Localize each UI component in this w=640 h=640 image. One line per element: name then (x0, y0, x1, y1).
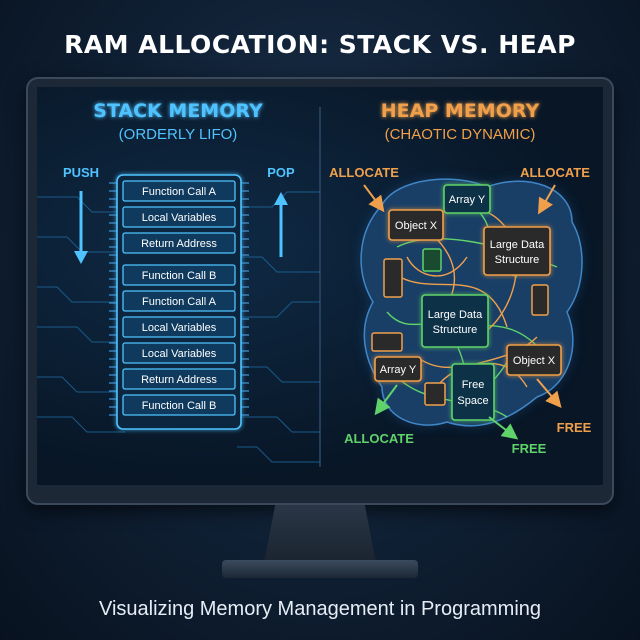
monitor-stand-base (222, 560, 418, 578)
stack-frame-label: Local Variables (142, 212, 217, 224)
stack-frame-label: Local Variables (142, 322, 217, 334)
allocate-label-bottom: ALLOCATE (344, 431, 414, 446)
allocate-label-top-left: ALLOCATE (329, 165, 399, 180)
page-title: RAM ALLOCATION: STACK VS. HEAP (64, 30, 576, 59)
stack-frame-box (122, 316, 236, 338)
allocate-arrow-top-right-icon (538, 184, 556, 215)
pop-arrow-up-icon (274, 192, 288, 205)
free-arrow-bottom-icon (488, 416, 519, 440)
heap-block-small-orange-3 (371, 332, 403, 352)
chip-pins (109, 182, 249, 416)
heap-subheading: (CHAOTIC DYNAMIC) (385, 126, 536, 143)
free-label-bottom: FREE (512, 441, 547, 456)
heap-block-array-y-bottom-label: Array Y (380, 364, 417, 376)
stack-frame-box (122, 264, 236, 286)
stack-frame-label: Function Call B (142, 270, 217, 282)
pop-label: POP (267, 165, 295, 180)
free-arrow-right-icon (536, 378, 562, 409)
heap-block-free-space-line2: Space (457, 395, 488, 407)
stack-frame-label: Function Call B (142, 400, 217, 412)
allocate-arrow-top-left-icon (363, 184, 385, 213)
heap-heading: HEAP MEMORY (381, 100, 540, 122)
heap-blocks: Array Y Object X Large Data Structure La… (371, 184, 562, 421)
stack-frame-box (122, 368, 236, 390)
caption: Visualizing Memory Management in Program… (98, 598, 542, 620)
diagram-canvas: STACK MEMORY (ORDERLY LIFO) PUSH POP (37, 100, 592, 467)
stack-frame-box (122, 290, 236, 312)
heap-block-large-data-right-line2: Structure (495, 254, 540, 266)
stack-frame-box (122, 180, 236, 202)
stack-frame-box (122, 394, 236, 416)
heap-block-array-y-top-label: Array Y (449, 194, 486, 206)
stack-frame-label: Return Address (141, 238, 217, 250)
stack-subheading: (ORDERLY LIFO) (119, 126, 238, 143)
heap-block-array-y-top (443, 184, 491, 214)
heap-block-object-x-right-label: Object X (513, 355, 556, 367)
heap-block-large-data-center-line1: Large Data (428, 309, 483, 321)
heap-block-large-data-center (421, 294, 489, 348)
heap-block-small-orange-1 (383, 258, 403, 298)
stack-frame-label: Function Call A (142, 296, 217, 308)
heap-block-object-x-left (388, 209, 444, 241)
allocate-label-top-right: ALLOCATE (520, 165, 590, 180)
monitor-stand-neck (264, 505, 376, 563)
circuit-traces (37, 191, 320, 463)
push-label: PUSH (63, 165, 99, 180)
stack-frame-box (122, 232, 236, 254)
heap-block-object-x-left-label: Object X (395, 220, 438, 232)
heap-block-small-green-1 (422, 248, 442, 272)
heap-block-large-data-right-line1: Large Data (490, 239, 545, 251)
heap-block-large-data-center-line2: Structure (433, 324, 478, 336)
stack-frame-box (122, 342, 236, 364)
stack-frame-label: Return Address (141, 374, 217, 386)
heap-block-free-space (451, 363, 495, 421)
stack-frame-box (122, 206, 236, 228)
stack-heading: STACK MEMORY (93, 100, 263, 122)
monitor-screen: STACK MEMORY (ORDERLY LIFO) PUSH POP (37, 87, 603, 485)
heap-block-free-space-line1: Free (462, 379, 485, 391)
heap-block-large-data-right (483, 226, 551, 276)
stack-frame-label: Local Variables (142, 348, 217, 360)
heap-block-array-y-bottom (374, 356, 422, 382)
heap-block-small-orange-4 (424, 382, 446, 406)
stack-frame-label: Function Call A (142, 186, 217, 198)
push-arrow-down-icon (74, 251, 88, 264)
heap-block-small-orange-2 (531, 284, 549, 316)
free-label-right: FREE (557, 420, 592, 435)
allocate-arrow-bottom-icon (374, 384, 398, 416)
monitor: STACK MEMORY (ORDERLY LIFO) PUSH POP (26, 77, 614, 505)
heap-block-object-x-right (506, 344, 562, 376)
